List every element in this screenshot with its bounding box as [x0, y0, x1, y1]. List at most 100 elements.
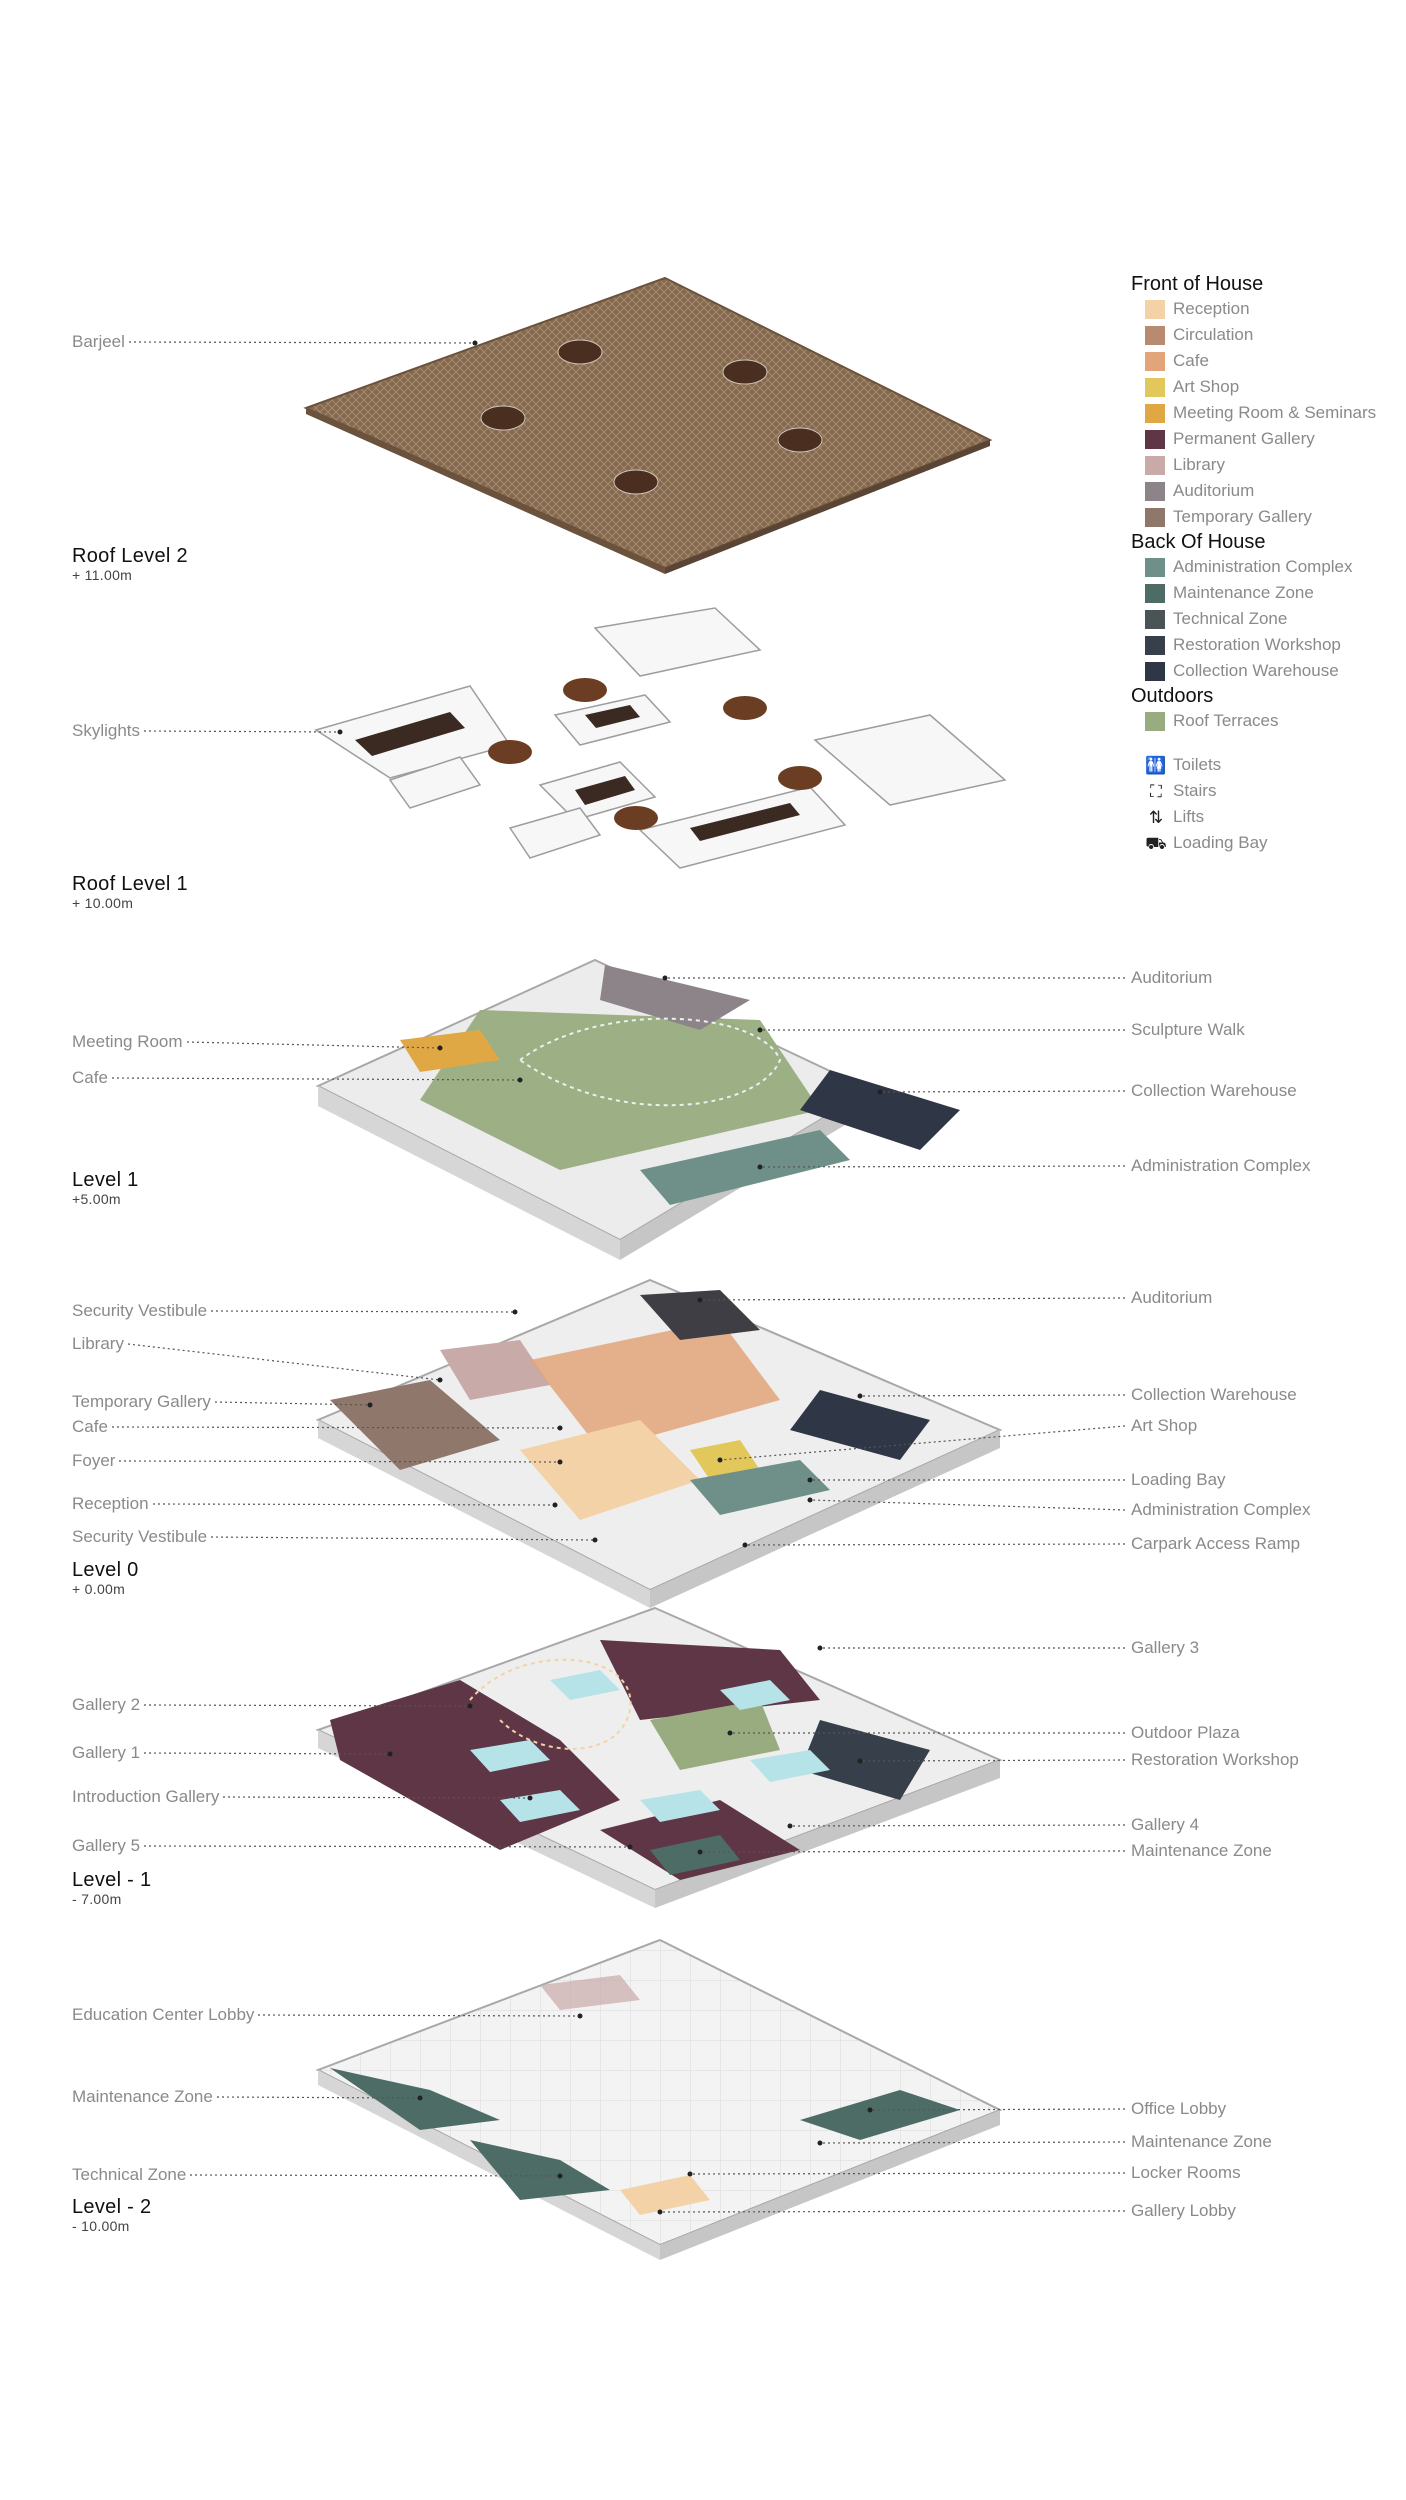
leader-line — [759, 1165, 1126, 1168]
level-0-plan — [315, 1278, 1003, 1608]
label-cafe-l1: Cafe — [72, 1068, 108, 1087]
legend-symbol: ⇅Lifts — [1131, 804, 1396, 830]
legend-swatch — [1145, 662, 1165, 681]
label-cafe-l0: Cafe — [72, 1417, 108, 1436]
leader-dot — [577, 2013, 583, 2019]
leader-line — [216, 2096, 421, 2099]
legend-item: Cafe — [1131, 348, 1396, 374]
leader-dot — [627, 1844, 633, 1850]
label-administration-complex-l1: Administration Complex — [1131, 1156, 1311, 1175]
legend-swatch — [1145, 558, 1165, 577]
leader-line — [222, 1796, 531, 1799]
legend-swatch — [1145, 300, 1165, 319]
leader-line — [879, 1090, 1126, 1093]
legend-swatch — [1145, 456, 1165, 475]
leader-dot — [527, 1795, 533, 1801]
leader-line — [111, 1077, 521, 1081]
leader-dot — [807, 1477, 813, 1483]
level-title-roof2: Roof Level 2+ 11.00m — [72, 545, 188, 583]
leader-line — [143, 1845, 631, 1848]
leader-line — [699, 1297, 1126, 1301]
legend-group-title: Back Of House — [1131, 531, 1266, 553]
legend-swatch — [1145, 404, 1165, 423]
leader-line — [128, 341, 476, 344]
legend-item: Collection Warehouse — [1131, 658, 1396, 684]
leader-dot — [877, 1089, 883, 1095]
label-maintenance-zone-lm2-left: Maintenance Zone — [72, 2087, 213, 2106]
leader-dot — [557, 1459, 563, 1465]
legend-item: Restoration Workshop — [1131, 632, 1396, 658]
leader-dot — [867, 2107, 873, 2113]
leader-dot — [337, 729, 343, 735]
label-art-shop: Art Shop — [1131, 1416, 1198, 1435]
label-gallery-1: Gallery 1 — [72, 1743, 141, 1762]
label-auditorium-l0: Auditorium — [1131, 1288, 1213, 1307]
leader-line — [152, 1503, 556, 1506]
legend-swatch — [1145, 712, 1165, 731]
leader-dot — [687, 2171, 693, 2177]
legend-symbol: ⛟Loading Bay — [1145, 833, 1268, 853]
level-title-level0: Level 0+ 0.00m — [72, 1559, 139, 1597]
label-introduction-gallery: Introduction Gallery — [72, 1787, 220, 1806]
leader-dot — [592, 1537, 598, 1543]
label-loading-bay: Loading Bay — [1131, 1470, 1226, 1489]
legend-swatch — [1145, 378, 1165, 397]
loading-bay-icon: ⛟ — [1145, 834, 1167, 853]
leader-line — [859, 1759, 1126, 1762]
label-gallery-lobby: Gallery Lobby — [1131, 2201, 1236, 2220]
label-gallery-4: Gallery 4 — [1131, 1815, 1200, 1834]
level-minus-1-plan — [315, 1606, 1003, 1908]
leader-dot — [437, 1377, 443, 1383]
legend-symbol: ⛶Stairs — [1131, 778, 1396, 804]
leader-line — [118, 1460, 561, 1463]
label-collection-warehouse-l1: Collection Warehouse — [1131, 1081, 1297, 1100]
leader-dot — [657, 2209, 663, 2215]
leader-dot — [717, 1457, 723, 1463]
label-maintenance-zone-lm2-right: Maintenance Zone — [1131, 2132, 1272, 2151]
level-1-plan — [315, 958, 960, 1260]
leader-line — [189, 2174, 561, 2177]
legend-item: Art Shop — [1131, 374, 1396, 400]
label-collection-warehouse-l0: Collection Warehouse — [1131, 1385, 1297, 1404]
legend-group-title: Outdoors — [1131, 685, 1214, 707]
legend: Front of House Reception Circulation Caf… — [1131, 272, 1396, 856]
leader-line — [214, 1401, 371, 1406]
leader-line — [127, 1343, 441, 1381]
level-minus-2-plan — [315, 1938, 1003, 2260]
leader-dot — [857, 1758, 863, 1764]
label-technical-zone: Technical Zone — [72, 2165, 187, 2184]
leader-dot — [817, 1645, 823, 1651]
label-meeting-room: Meeting Room — [72, 1032, 183, 1051]
leader-line — [744, 1543, 1126, 1546]
label-barjeel: Barjeel — [72, 332, 125, 351]
legend-group-title: Front of House — [1131, 273, 1264, 295]
label-carpark-access-ramp: Carpark Access Ramp — [1131, 1534, 1301, 1553]
leader-line — [210, 1536, 596, 1541]
roof-level-2-plan — [303, 276, 993, 574]
label-education-center-lobby: Education Center Lobby — [72, 2005, 255, 2024]
leader-dot — [697, 1849, 703, 1855]
label-skylights: Skylights — [72, 721, 141, 740]
leader-dot — [417, 2095, 423, 2101]
leader-dot — [807, 1497, 813, 1503]
lift-icon: ⇅ — [1148, 808, 1164, 827]
label-security-vestibule-1: Security Vestibule — [72, 1301, 208, 1320]
leader-line — [257, 2014, 581, 2017]
leader-dot — [437, 1045, 443, 1051]
label-sculpture-walk: Sculpture Walk — [1131, 1020, 1245, 1039]
legend-swatch — [1145, 352, 1165, 371]
legend-swatch — [1145, 508, 1165, 527]
barjeel-icon — [488, 678, 822, 830]
leader-dot — [757, 1027, 763, 1033]
label-foyer: Foyer — [72, 1451, 116, 1470]
label-temporary-gallery: Temporary Gallery — [72, 1392, 211, 1411]
label-gallery-2: Gallery 2 — [72, 1695, 141, 1714]
leader-dot — [387, 1751, 393, 1757]
stairs-icon: ⛶ — [1150, 782, 1162, 801]
label-library: Library — [72, 1334, 124, 1353]
leader-dot — [552, 1502, 558, 1508]
leader-line — [143, 730, 341, 733]
leader-line — [699, 1850, 1126, 1853]
